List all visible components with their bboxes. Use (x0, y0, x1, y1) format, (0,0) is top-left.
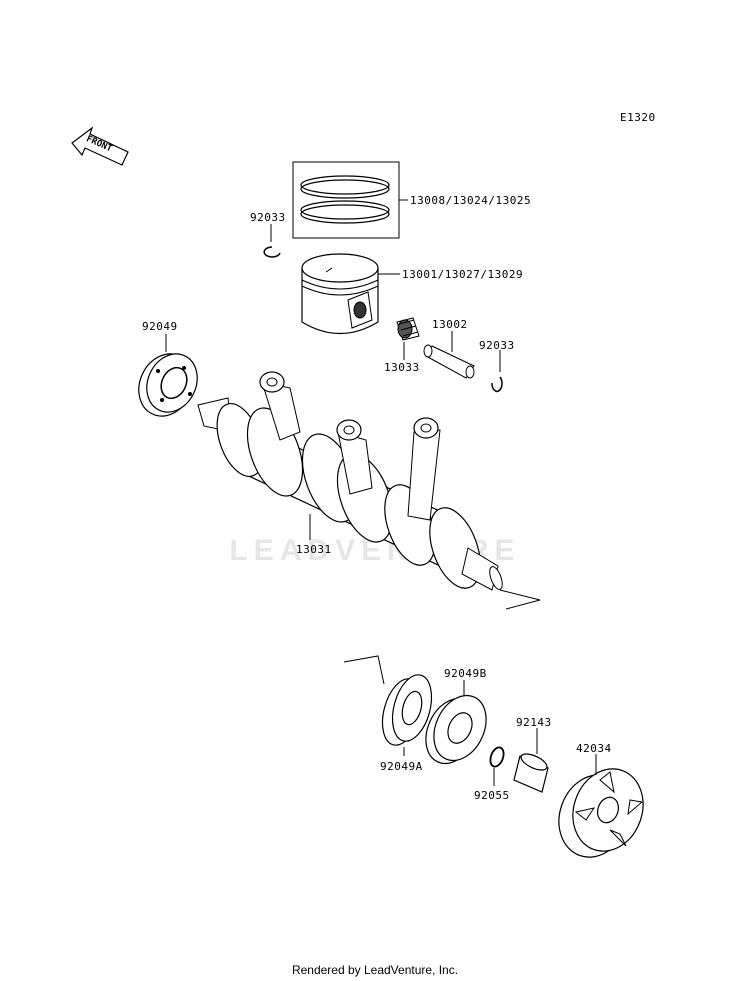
oil-seal-left[interactable] (129, 345, 207, 425)
o-ring[interactable] (488, 746, 506, 769)
label-crankshaft: 13031 (296, 543, 332, 556)
label-seal-left: 92049 (142, 320, 178, 333)
label-pin: 13002 (432, 318, 468, 331)
diagram-code: E1320 (620, 111, 656, 124)
coupling[interactable] (548, 759, 655, 867)
piston-pin-clip-left[interactable] (263, 246, 281, 258)
collar[interactable] (513, 751, 549, 793)
footer-credit: Rendered by LeadVenture, Inc. (291, 963, 459, 977)
oil-seal-b[interactable] (416, 687, 496, 772)
piston-pin[interactable] (423, 344, 475, 379)
front-arrow-icon: FRONT (71, 126, 129, 166)
piston-rings[interactable] (292, 161, 400, 239)
needle-bearing[interactable] (396, 317, 420, 341)
label-clip-left: 92033 (250, 211, 286, 224)
piston-pin-clip-right[interactable] (491, 376, 503, 393)
label-piston: 13001/13027/13029 (402, 268, 523, 281)
label-clip-right: 92033 (479, 339, 515, 352)
crankshaft[interactable] (197, 371, 505, 595)
label-seal-b: 92049B (444, 667, 487, 680)
label-rings: 13008/13024/13025 (410, 194, 531, 207)
label-o-ring: 92055 (474, 789, 510, 802)
label-seal-a: 92049A (380, 760, 423, 773)
label-collar: 92143 (516, 716, 552, 729)
label-coupling: 42034 (576, 742, 612, 755)
label-needle-bearing: 13033 (384, 361, 420, 374)
oil-seal-a[interactable] (376, 670, 438, 749)
piston[interactable] (301, 253, 379, 335)
